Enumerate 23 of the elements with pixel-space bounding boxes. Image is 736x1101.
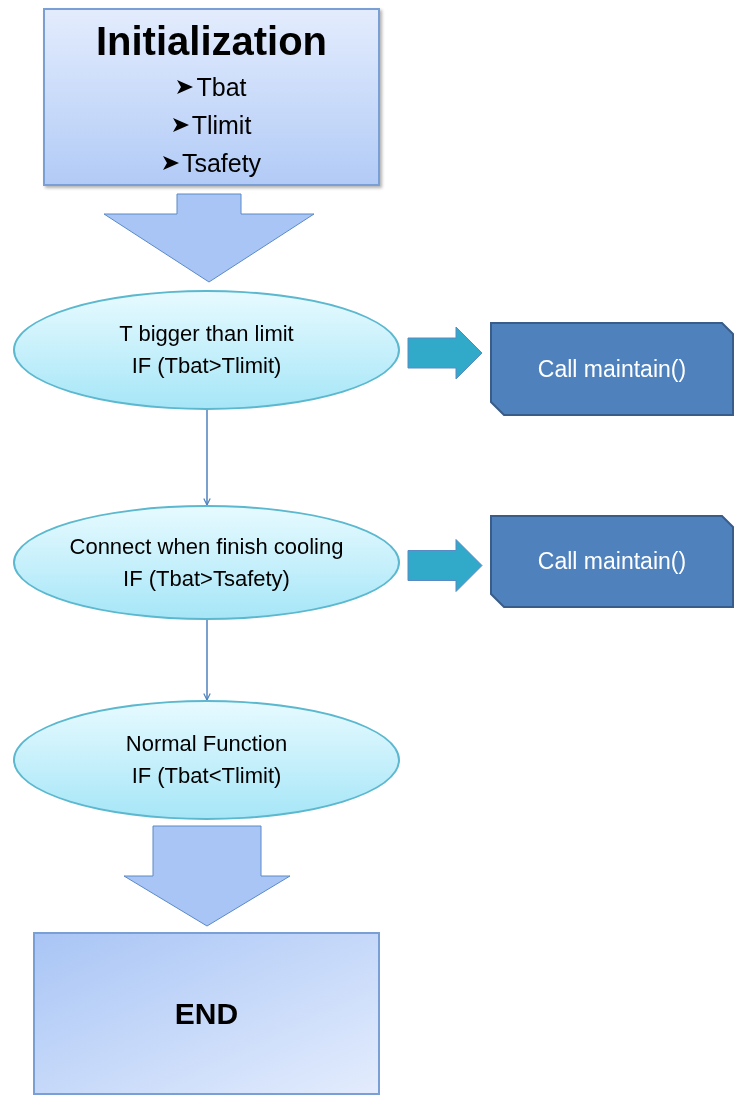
block-arrow (407, 539, 483, 592)
arrow (203, 409, 211, 506)
action-box (490, 322, 734, 416)
action-text: Call maintain() (537, 354, 687, 384)
block-arrow (123, 825, 291, 927)
action-text: Call maintain() (537, 547, 687, 577)
box-title: Initialization (95, 18, 328, 65)
process-box (43, 8, 380, 186)
action-box (490, 515, 734, 608)
end-box (33, 932, 380, 1095)
block-arrow (407, 326, 483, 380)
condition-text: IF (Tbat>Tlimit) (131, 352, 282, 380)
bullet-text: Tbat (196, 72, 247, 103)
condition-text: Normal Function (125, 730, 288, 758)
arrow (203, 619, 211, 701)
condition-text: Connect when finish cooling (69, 532, 344, 561)
end-text: END (174, 996, 239, 1032)
bullet-text: Tsafety (181, 148, 262, 179)
condition-text: T bigger than limit (119, 320, 294, 348)
block-arrow (103, 193, 315, 283)
condition-text: IF (Tbat<Tlimit) (131, 762, 282, 790)
bullet-text: Tlimit (191, 110, 252, 141)
condition-text: IF (Tbat>Tsafety) (123, 564, 290, 593)
